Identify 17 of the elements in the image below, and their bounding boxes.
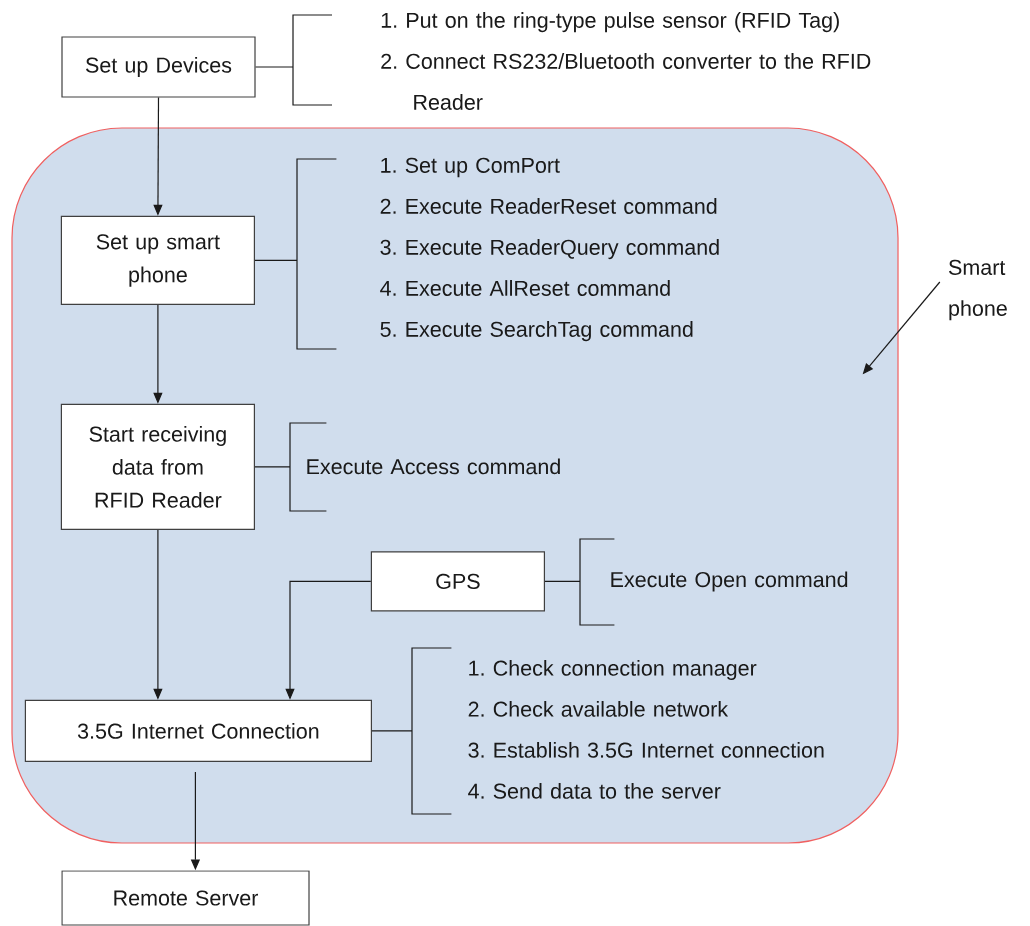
step-list: 1. Set up ComPort 2. Execute ReaderReset command 3. Execute ReaderQuery command 4. Execute AllReset command 5. Execute SearchTag command xyxy=(380,157,719,342)
step-list: Execute Open command xyxy=(611,571,848,592)
step-list: Execute Access command xyxy=(307,458,560,475)
process-box: GPS xyxy=(370,551,545,612)
bracket-connector xyxy=(254,422,327,512)
step-list: 1. Put on the ring-type pulse sensor (RFID Tag) 2. Connect RS232/Bluetooth converter to the RFID Reader xyxy=(381,12,871,110)
bracket-connector xyxy=(255,14,333,106)
bracket-connector xyxy=(371,647,452,815)
bracket-connector xyxy=(544,538,615,626)
region-label: Smart phone xyxy=(949,259,1007,321)
step-list: 1. Check connection manager 2. Check available network 3. Establish 3.5G Internet connection 4. Send data to the server xyxy=(468,660,824,799)
process-box: Remote Server xyxy=(61,870,310,926)
process-box: Set up Devices xyxy=(61,36,256,98)
process-box: 3.5G Internet Connection xyxy=(24,699,372,762)
process-box: Set up smart phone xyxy=(60,215,255,305)
bracket-connector xyxy=(254,158,337,350)
process-box: Start receiving data from RFID Reader xyxy=(60,403,255,530)
